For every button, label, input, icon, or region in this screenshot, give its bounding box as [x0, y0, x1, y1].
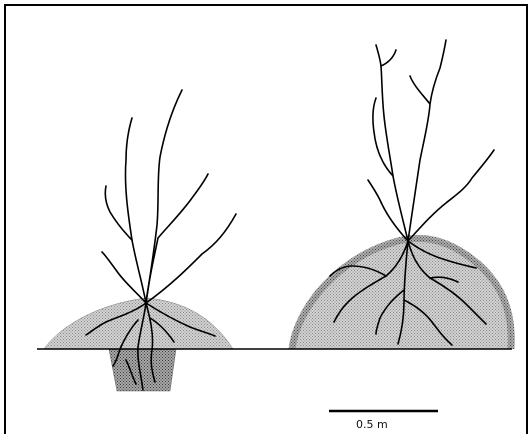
scale-bar-label: 0.5 m: [356, 418, 388, 430]
small-tree-branches: [102, 90, 236, 303]
large-tree-branches: [368, 40, 494, 241]
